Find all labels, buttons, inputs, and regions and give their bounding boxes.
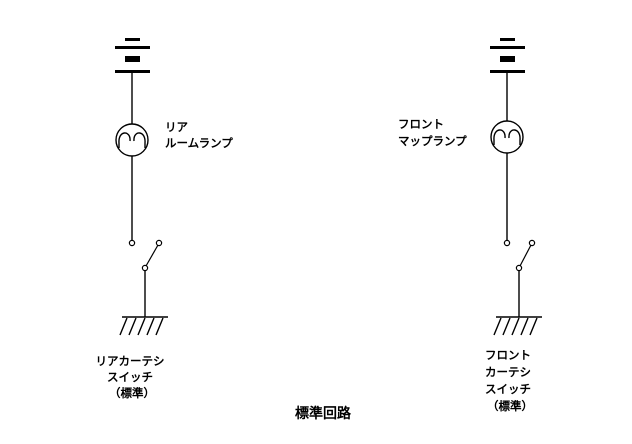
left-ground-icon: [119, 316, 168, 336]
right-ground-icon: [493, 316, 542, 336]
left-switch-icon: [128, 239, 163, 317]
left-battery-icon: [115, 38, 150, 73]
left-circuit: リア ルームランプ リアカーテシ スイッチ （標準）: [95, 38, 233, 400]
right-lamp-label: フロント マップランプ: [398, 117, 467, 148]
left-lamp-icon: [115, 123, 149, 157]
right-switch-icon: [503, 239, 536, 317]
right-battery-icon: [490, 38, 525, 73]
right-switch-label: フロント カーテシ スイッチ （標準）: [485, 348, 535, 413]
right-lamp-icon: [490, 120, 524, 154]
right-circuit: フロント マップランプ フロント カーテシ スイッチ （標準）: [398, 38, 542, 413]
left-switch-label: リアカーテシ スイッチ （標準）: [95, 354, 168, 400]
left-lamp-label: リア ルームランプ: [165, 120, 233, 150]
diagram-caption: 標準回路: [295, 405, 352, 422]
